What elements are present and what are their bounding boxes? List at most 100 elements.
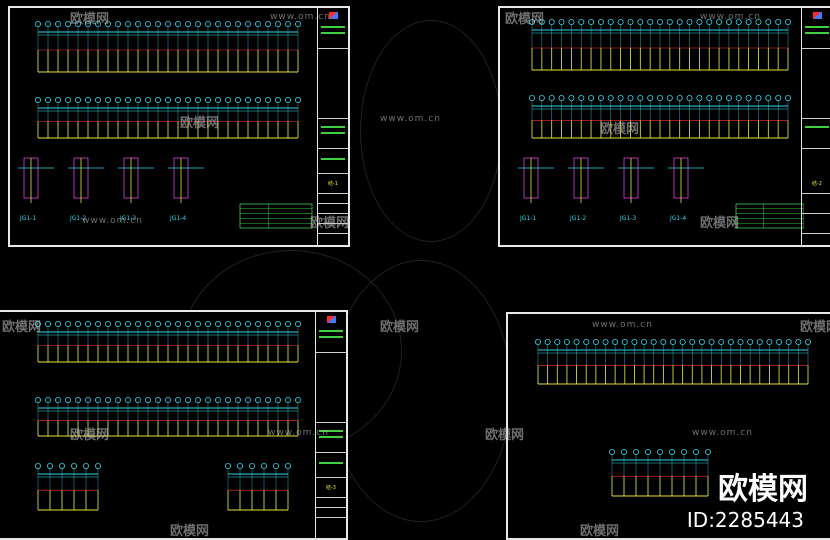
grid-bubble	[234, 20, 241, 27]
grid-bubble	[85, 20, 92, 27]
grid-bubble	[621, 338, 628, 345]
grid-bubble	[264, 97, 271, 104]
grid-bubble	[45, 97, 52, 104]
grid-bubble	[55, 97, 62, 104]
grid-bubble	[766, 338, 773, 345]
grid-bubble	[538, 95, 545, 102]
grid-bubble	[718, 338, 725, 345]
grid-bubble	[294, 320, 301, 327]
grid-bubble	[588, 18, 595, 25]
grid-bubble	[115, 97, 122, 104]
detail-label: JG1-3	[619, 215, 636, 222]
sheet-number: 结-2	[812, 181, 822, 187]
grid-bubble	[105, 97, 112, 104]
grid-bubble	[184, 97, 191, 104]
grid-bubble	[716, 95, 723, 102]
grid-bubble	[679, 338, 686, 345]
grid-bubble	[644, 448, 651, 455]
grid-bubble	[254, 397, 261, 404]
grid-bubble	[95, 397, 102, 404]
grid-bubble	[194, 20, 201, 27]
grid-bubble	[224, 320, 231, 327]
grid-bubble	[75, 97, 82, 104]
grid-bubble	[34, 20, 41, 27]
grid-bubble	[125, 97, 132, 104]
grid-bubble	[668, 448, 675, 455]
grid-bubble	[59, 462, 66, 469]
drawing-sheet-bottom-right[interactable]	[506, 312, 830, 540]
grid-bubble	[676, 95, 683, 102]
grid-bubble	[83, 462, 90, 469]
grid-bubble	[528, 95, 535, 102]
grid-bubble	[224, 97, 231, 104]
grid-bubble	[65, 320, 72, 327]
grid-bubble	[214, 97, 221, 104]
grid-bubble	[134, 320, 141, 327]
detail-label: JG1-4	[669, 215, 686, 222]
grid-bubble	[696, 18, 703, 25]
grid-bubble	[35, 397, 42, 404]
grid-bubble	[214, 20, 221, 27]
grid-bubble	[45, 397, 52, 404]
material-table	[239, 203, 313, 229]
grid-bubble	[85, 397, 92, 404]
grid-bubble	[735, 18, 742, 25]
grid-bubble	[214, 397, 221, 404]
grid-bubble	[144, 97, 151, 104]
grid-bubble	[609, 448, 616, 455]
grid-bubble	[254, 20, 261, 27]
grid-bubble	[795, 338, 802, 345]
grid-bubble	[75, 320, 82, 327]
grid-bubble	[224, 20, 231, 27]
grid-bubble	[660, 338, 667, 345]
grid-bubble	[184, 397, 191, 404]
grid-bubble	[164, 397, 171, 404]
grid-bubble	[65, 20, 72, 27]
grid-bubble	[698, 338, 705, 345]
grid-bubble	[692, 448, 699, 455]
grid-bubble	[164, 320, 171, 327]
grid-bubble	[538, 18, 545, 25]
grid-bubble	[274, 397, 281, 404]
grid-bubble	[725, 18, 732, 25]
grid-bubble	[274, 320, 281, 327]
grid-bubble	[686, 18, 693, 25]
grid-bubble	[602, 338, 609, 345]
grid-bubble	[125, 320, 132, 327]
grid-bubble	[607, 95, 614, 102]
grid-bubble	[274, 20, 281, 27]
grid-bubble	[755, 18, 762, 25]
grid-bubble	[34, 97, 41, 104]
grid-bubble	[248, 462, 255, 469]
grid-bubble	[765, 18, 772, 25]
grid-bubble	[686, 95, 693, 102]
grid-bubble	[725, 95, 732, 102]
grid-bubble	[194, 97, 201, 104]
title-block: 结-1	[317, 8, 348, 245]
grid-bubble	[95, 462, 102, 469]
background-arc	[360, 20, 502, 242]
structural-elevation-drawing	[534, 338, 811, 497]
grid-bubble	[135, 97, 142, 104]
grid-bubble	[284, 320, 291, 327]
grid-bubble	[194, 320, 201, 327]
grid-bubble	[776, 338, 783, 345]
detail-label: JG1-2	[69, 215, 86, 222]
grid-bubble	[548, 18, 555, 25]
grid-bubble	[144, 320, 151, 327]
title-block: 结-3	[315, 312, 346, 538]
grid-bubble	[656, 18, 663, 25]
grid-bubble	[548, 95, 555, 102]
grid-bubble	[706, 95, 713, 102]
grid-bubble	[236, 462, 243, 469]
grid-bubble	[174, 320, 181, 327]
drawing-sheet-bottom-left[interactable]: 结-3	[0, 310, 348, 540]
grid-bubble	[234, 97, 241, 104]
grid-bubble	[115, 397, 122, 404]
grid-bubble	[578, 18, 585, 25]
grid-bubble	[204, 20, 211, 27]
grid-bubble	[154, 97, 161, 104]
grid-bubble	[194, 397, 201, 404]
